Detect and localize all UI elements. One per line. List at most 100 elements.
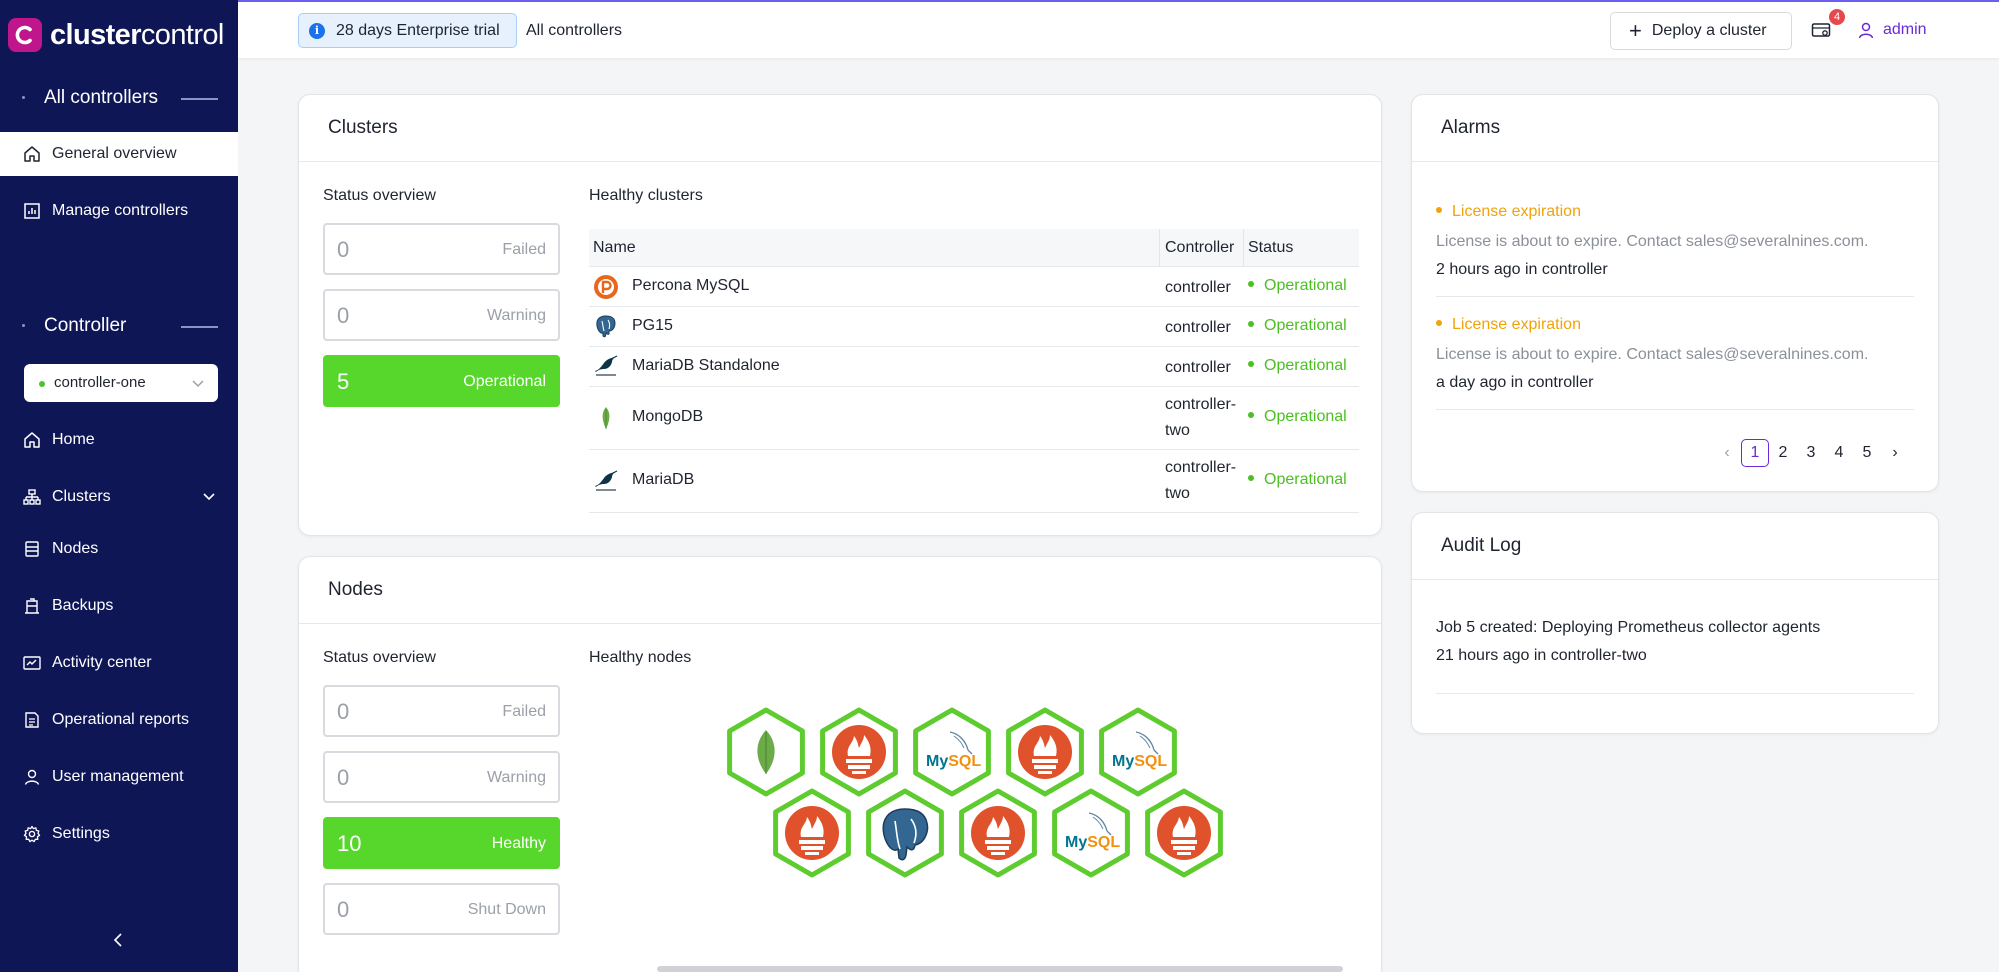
stat-value: 0	[337, 699, 350, 724]
percona-icon	[594, 275, 618, 299]
table-row[interactable]: PG15 controller Operational	[589, 307, 1359, 347]
audit-log-entry-time: 21 hours ago in controller-two	[1436, 647, 1647, 664]
node-hex-mysql[interactable]: MySQL	[1052, 788, 1130, 878]
pagination-page-4[interactable]: 4	[1834, 444, 1844, 461]
node-hex-prometheus[interactable]	[1145, 788, 1223, 878]
trial-banner[interactable]: i 28 days Enterprise trial	[298, 13, 517, 48]
prometheus-icon	[1018, 725, 1072, 779]
stat-label: Warning	[487, 769, 546, 786]
scrollbar[interactable]	[657, 966, 1343, 972]
trial-text: 28 days Enterprise trial	[336, 21, 500, 39]
topbar: i 28 days Enterprise trial All controlle…	[238, 0, 1999, 58]
sidebar-item-operational-reports[interactable]: Operational reports	[0, 698, 238, 742]
activity-icon	[23, 656, 41, 670]
node-hex-mysql[interactable]: MySQL	[913, 707, 991, 797]
table-row[interactable]: MariaDB Standalone controller Operationa…	[589, 347, 1359, 387]
alarm-time: 2 hours ago in controller	[1436, 261, 1608, 278]
prometheus-icon	[971, 806, 1025, 860]
node-hex-prometheus[interactable]	[959, 788, 1037, 878]
sidebar-item-user-management[interactable]: User management	[0, 755, 238, 799]
pagination-page-5[interactable]: 5	[1862, 444, 1872, 461]
mysql-icon: MySQL	[926, 731, 981, 770]
cluster-name: MongoDB	[632, 408, 704, 425]
node-hex-mysql[interactable]: MySQL	[1099, 707, 1177, 797]
pagination-prev[interactable]: ‹	[1724, 444, 1730, 461]
sidebar-item-label: Manage controllers	[52, 202, 189, 219]
user-menu[interactable]: admin	[1858, 21, 1927, 39]
sidebar-item-manage-controllers[interactable]: Manage controllers	[0, 189, 238, 233]
nodes-shutdown-stat[interactable]: 0 Shut Down	[323, 883, 560, 935]
cluster-status: Operational	[1248, 471, 1347, 489]
stat-value: 0	[337, 765, 350, 790]
audit-log-entry-title: Job 5 created: Deploying Prometheus coll…	[1436, 619, 1821, 636]
alarms-title: Alarms	[1441, 117, 1501, 138]
sidebar-item-settings[interactable]: Settings	[0, 812, 238, 856]
home-icon	[24, 432, 40, 448]
alarm-title: License expiration	[1436, 203, 1581, 221]
node-hex-prometheus[interactable]	[773, 788, 851, 878]
table-row[interactable]: MongoDB controller-two Operational	[589, 387, 1359, 450]
clusters-failed-stat[interactable]: 0 Failed	[323, 223, 560, 275]
stat-label: Failed	[502, 241, 546, 258]
nodes-failed-stat[interactable]: 0 Failed	[323, 685, 560, 737]
node-hex-prometheus[interactable]	[820, 707, 898, 797]
stat-value: 0	[337, 303, 350, 328]
prometheus-icon	[1157, 806, 1211, 860]
table-row[interactable]: Percona MySQL controller Operational	[589, 267, 1359, 307]
sidebar-item-label: Activity center	[52, 654, 152, 671]
sidebar-item-label: User management	[52, 768, 184, 785]
sidebar-item-backups[interactable]: Backups	[0, 584, 238, 628]
logo[interactable]: clustercontrol	[8, 16, 224, 54]
pagination-next[interactable]: ›	[1892, 444, 1898, 461]
mysql-label: MySQL	[1112, 753, 1167, 770]
stat-label: Shut Down	[467, 901, 546, 918]
healthy-nodes-label: Healthy nodes	[589, 649, 692, 666]
chevron-down-icon[interactable]	[202, 489, 216, 503]
sidebar: clustercontrol All controllers General o…	[0, 0, 238, 972]
cluster-status: Operational	[1248, 317, 1347, 335]
collapse-sidebar-icon[interactable]	[110, 931, 128, 949]
sidebar-item-label: Operational reports	[52, 711, 189, 728]
prometheus-icon	[832, 725, 886, 779]
cluster-controller: controller-two	[1165, 459, 1237, 502]
postgresql-icon	[596, 315, 616, 338]
column-header-controller[interactable]: Controller	[1165, 239, 1235, 256]
sidebar-item-activity-center[interactable]: Activity center	[0, 641, 238, 685]
stat-value: 5	[337, 369, 350, 394]
notifications-icon[interactable]	[1811, 22, 1831, 40]
nodes-healthy-stat[interactable]: 10 Healthy	[323, 817, 560, 869]
node-hex-prometheus[interactable]	[1006, 707, 1084, 797]
mariadb-icon	[595, 470, 618, 491]
user-name: admin	[1883, 21, 1927, 38]
pagination-page-3[interactable]: 3	[1806, 444, 1816, 461]
nodes-warning-stat[interactable]: 0 Warning	[323, 751, 560, 803]
alarm-description: License is about to expire. Contact sale…	[1436, 346, 1869, 363]
sidebar-item-general-overview[interactable]: General overview	[0, 132, 238, 176]
controller-select[interactable]: controller-one	[24, 364, 218, 402]
node-hex-mongodb[interactable]	[727, 707, 805, 797]
controller-select-value: controller-one	[54, 374, 146, 391]
deploy-cluster-label: Deploy a cluster	[1651, 22, 1767, 39]
column-header-status[interactable]: Status	[1248, 239, 1294, 256]
clusters-status-overview-label: Status overview	[323, 187, 436, 204]
sidebar-item-home[interactable]: Home	[0, 418, 238, 462]
alarms-pagination: ‹ 1 2 3 4 5 ›	[1713, 439, 1909, 467]
sidebar-item-label: Clusters	[52, 488, 111, 505]
node-hex-postgresql[interactable]	[866, 788, 944, 878]
section-all-controllers-label: All controllers	[44, 87, 159, 108]
clusters-operational-stat[interactable]: 5 Operational	[323, 355, 560, 407]
gear-icon	[23, 825, 41, 843]
dashboard-icon	[24, 203, 40, 219]
column-header-name[interactable]: Name	[593, 239, 636, 256]
mariadb-icon	[595, 355, 618, 376]
sidebar-item-clusters[interactable]: Clusters	[0, 475, 238, 519]
cluster-status: Operational	[1248, 357, 1347, 375]
deploy-cluster-button[interactable]: + Deploy a cluster	[1610, 12, 1792, 50]
alarms-card: Alarms License expiration License is abo…	[1411, 94, 1939, 492]
clusters-warning-stat[interactable]: 0 Warning	[323, 289, 560, 341]
sidebar-item-nodes[interactable]: Nodes	[0, 527, 238, 571]
pagination-page-2[interactable]: 2	[1778, 444, 1788, 461]
table-row[interactable]: MariaDB controller-two Operational	[589, 450, 1359, 513]
stat-value: 0	[337, 897, 350, 922]
pagination-page-1[interactable]: 1	[1741, 439, 1769, 467]
